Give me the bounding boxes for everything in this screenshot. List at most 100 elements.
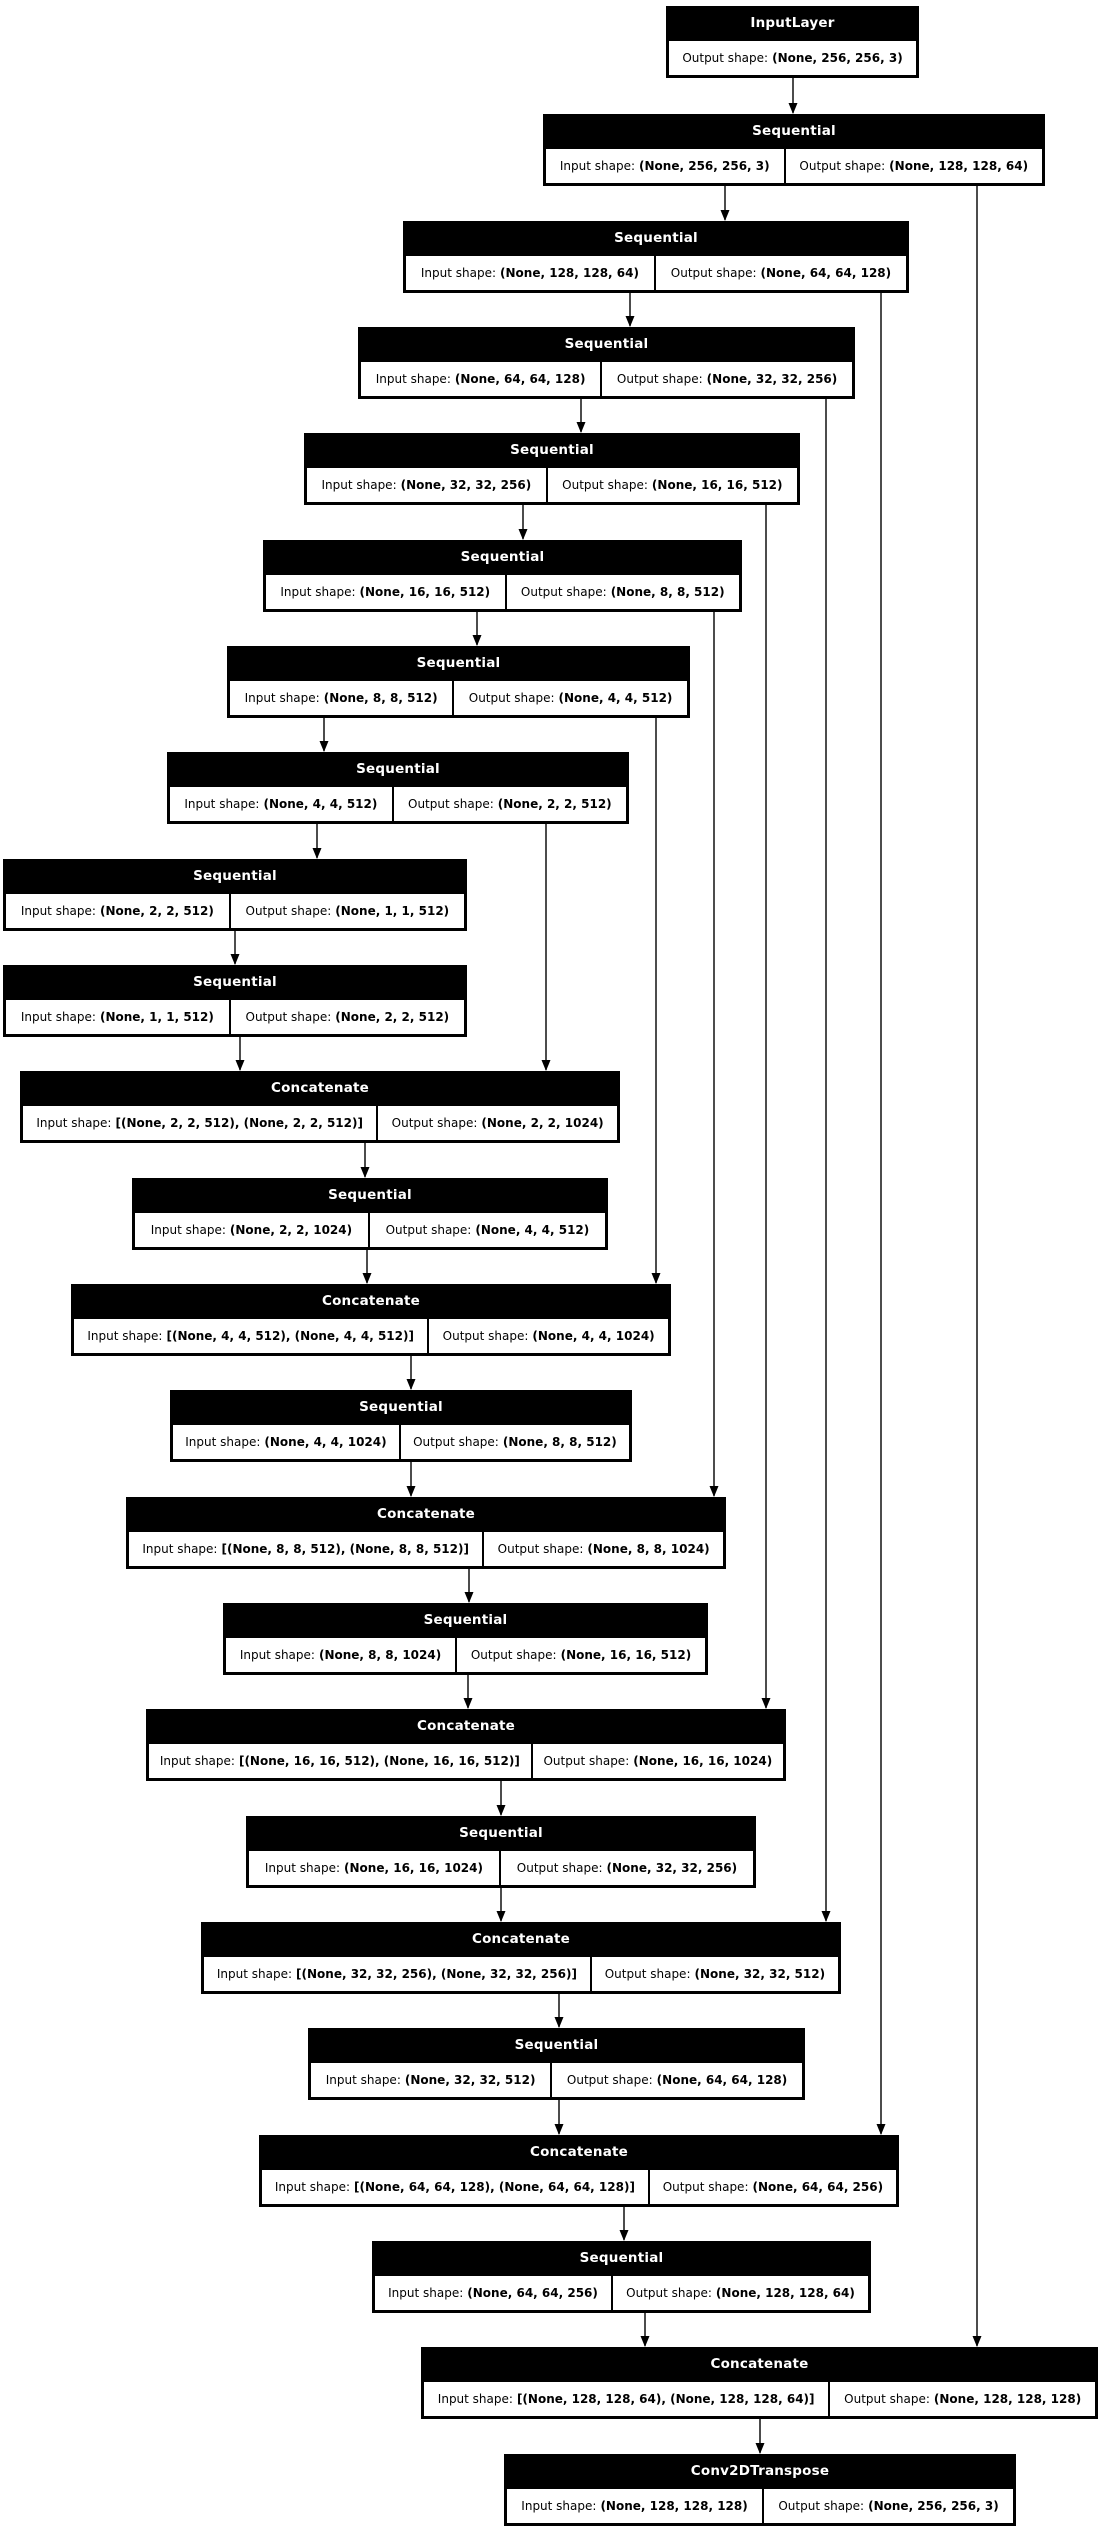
input-shape-prefix: Input shape:	[185, 1435, 261, 1449]
input-shape-value: (None, 16, 16, 1024)	[344, 1861, 483, 1875]
output-shape-cell: Output shape:(None, 64, 64, 128)	[552, 2063, 802, 2097]
shape-cells-row: Input shape:(None, 8, 8, 512)Output shap…	[227, 681, 690, 718]
output-shape-value: (None, 4, 4, 1024)	[532, 1329, 655, 1343]
layer-type-label: Concatenate	[529, 2144, 629, 2160]
input-shape-cell: Input shape:(None, 32, 32, 512)	[311, 2063, 551, 2097]
shape-cells-row: Input shape:(None, 64, 64, 256) Output sh…	[372, 2276, 871, 2313]
input-shape-prefix: Input shape:	[239, 1648, 315, 1662]
input-shape-value: (None, 8, 8, 512)	[323, 691, 438, 705]
input-shape-value: (None, 16, 16, 512)	[359, 585, 491, 599]
output-shape-cell: Output shape:(None, 1, 1, 512)	[230, 894, 464, 928]
input-shape-prefix: Input shape:	[388, 2286, 464, 2300]
output-shape-prefix: Output shape:	[245, 1010, 332, 1024]
input-shape-cell: Input shape:(None, 4, 4, 1024)	[173, 1425, 399, 1459]
input-shape-prefix: Input shape:	[280, 585, 356, 599]
input-shape-cell: Input shape:(None, 8, 8, 512)	[230, 681, 453, 715]
output-shape-value: (None, 64, 64, 256)	[752, 2180, 884, 2194]
output-shape-prefix: Output shape:	[391, 1116, 478, 1130]
input-shape-cell: Input shape:(None, 8, 8, 1024)	[226, 1638, 456, 1672]
output-shape-prefix: Output shape:	[682, 51, 769, 65]
output-shape-value: (None, 128, 128, 64)	[889, 159, 1029, 173]
output-shape-prefix: Output shape:	[497, 1542, 584, 1556]
input-shape-value: (None, 64, 64, 256)	[467, 2286, 598, 2300]
output-shape-prefix: Output shape:	[413, 1435, 499, 1449]
input-shape-prefix: Input shape:	[87, 1329, 163, 1343]
output-shape-cell: Output shape:(None, 256, 256, 3)	[669, 41, 916, 75]
shape-cells-row: Output shape:(None, 256, 256, 3)	[666, 41, 919, 78]
output-shape-value: (None, 64, 64, 128)	[760, 266, 892, 280]
shape-cells-row: Input shape:[(None, 8, 8, 512), (None, 8…	[126, 1532, 726, 1569]
shape-cells-row: Input shape:(None, 256, 256, 3)Output sh…	[543, 149, 1045, 186]
shape-cells-row: Input shape:(None, 2, 2, 512)Output shap…	[3, 894, 467, 931]
input-shape-value: [(None, 32, 32, 256), (None, 32, 32, 256…	[296, 1967, 577, 1981]
input-shape-prefix: Input shape:	[437, 2392, 513, 2406]
shape-cells-row: Input shape:(None, 128, 128, 128)Output …	[504, 2489, 1016, 2526]
input-shape-prefix: Input shape:	[244, 691, 320, 705]
output-shape-prefix: Output shape:	[844, 2392, 930, 2406]
output-shape-prefix: Output shape:	[626, 2286, 712, 2300]
output-shape-prefix: Output shape:	[520, 585, 607, 599]
layer-type-label: Concatenate	[376, 1506, 476, 1522]
input-shape-value: (None, 4, 4, 512)	[263, 797, 378, 811]
output-shape-prefix: Output shape:	[566, 2073, 653, 2087]
output-shape-value: (None, 2, 2, 512)	[335, 1010, 450, 1024]
output-shape-prefix: Output shape:	[245, 904, 332, 918]
input-shape-cell: Input shape:(None, 16, 16, 512)	[266, 575, 505, 609]
input-shape-prefix: Input shape:	[159, 1754, 235, 1768]
output-shape-prefix: Output shape:	[670, 266, 757, 280]
input-shape-cell: Input shape:(None, 1, 1, 512)	[6, 1000, 229, 1034]
output-shape-cell: Output shape:(None, 8, 8, 512)	[400, 1425, 629, 1459]
layer-type-label: Concatenate	[321, 1293, 421, 1309]
output-shape-value: (None, 16, 16, 1024)	[633, 1754, 773, 1768]
output-shape-value: (None, 8, 8, 512)	[610, 585, 725, 599]
input-shape-cell: Input shape:(None, 64, 64, 256)	[375, 2276, 612, 2310]
output-shape-cell: Output shape:(None, 2, 2, 512)	[230, 1000, 464, 1034]
input-shape-value: [(None, 64, 64, 128), (None, 64, 64, 128…	[354, 2180, 635, 2194]
input-shape-prefix: Input shape:	[20, 904, 96, 918]
input-shape-value: (None, 64, 64, 128)	[454, 372, 586, 386]
shape-cells-row: Input shape:[(None, 4, 4, 512), (None, 4…	[71, 1319, 671, 1356]
input-shape-value: (None, 8, 8, 1024)	[318, 1648, 442, 1662]
layer-type-label: Sequential	[193, 974, 277, 990]
output-shape-value: (None, 4, 4, 512)	[475, 1223, 590, 1237]
input-shape-value: (None, 4, 4, 1024)	[264, 1435, 387, 1449]
output-shape-prefix: Output shape:	[468, 691, 555, 705]
input-shape-value: [(None, 2, 2, 512), (None, 2, 2, 512)]	[115, 1116, 363, 1130]
output-shape-prefix: Output shape:	[408, 797, 494, 811]
layer-type-label: Sequential	[416, 655, 501, 671]
output-shape-prefix: Output shape:	[616, 372, 703, 386]
output-shape-prefix: Output shape:	[385, 1223, 472, 1237]
output-shape-value: (None, 16, 16, 512)	[651, 478, 783, 492]
shape-cells-row: Input shape:(None, 64, 64, 128)Output sh…	[358, 362, 855, 399]
input-shape-value: [(None, 16, 16, 512), (None, 16, 16, 512…	[238, 1754, 520, 1768]
layer-type-label: Concatenate	[710, 2356, 809, 2372]
input-shape-value: [(None, 128, 128, 64), (None, 128, 128, …	[516, 2392, 815, 2406]
input-shape-prefix: Input shape:	[150, 1223, 226, 1237]
input-shape-cell: Input shape:[(None, 4, 4, 512), (None, 4…	[74, 1319, 428, 1353]
shape-cells-row: Input shape:(None, 32, 32, 512)Output sh…	[308, 2063, 805, 2100]
input-shape-cell: Input shape:(None, 2, 2, 512)	[6, 894, 229, 928]
input-shape-cell: Input shape:(None, 2, 2, 1024)	[135, 1213, 368, 1247]
output-shape-cell: Output shape:(None, 4, 4, 512)	[454, 681, 687, 715]
shape-cells-row: Input shape:[(None, 2, 2, 512), (None, 2…	[20, 1106, 620, 1143]
layer-type-label: Concatenate	[471, 1931, 571, 1947]
input-shape-value: (None, 256, 256, 3)	[639, 159, 770, 173]
input-shape-value: (None, 2, 2, 512)	[99, 904, 214, 918]
output-shape-value: (None, 8, 8, 512)	[502, 1435, 617, 1449]
output-shape-cell: Output shape:(None, 16, 16, 512)	[457, 1638, 705, 1672]
input-shape-prefix: Input shape:	[216, 1967, 293, 1981]
output-shape-prefix: Output shape:	[470, 1648, 557, 1662]
shape-cells-row: Input shape:(None, 8, 8, 1024)Output sha…	[223, 1638, 708, 1675]
shape-cells-row: Input shape:(None, 16, 16, 512) Output sh…	[263, 575, 742, 612]
output-shape-prefix: Output shape:	[516, 1861, 603, 1875]
